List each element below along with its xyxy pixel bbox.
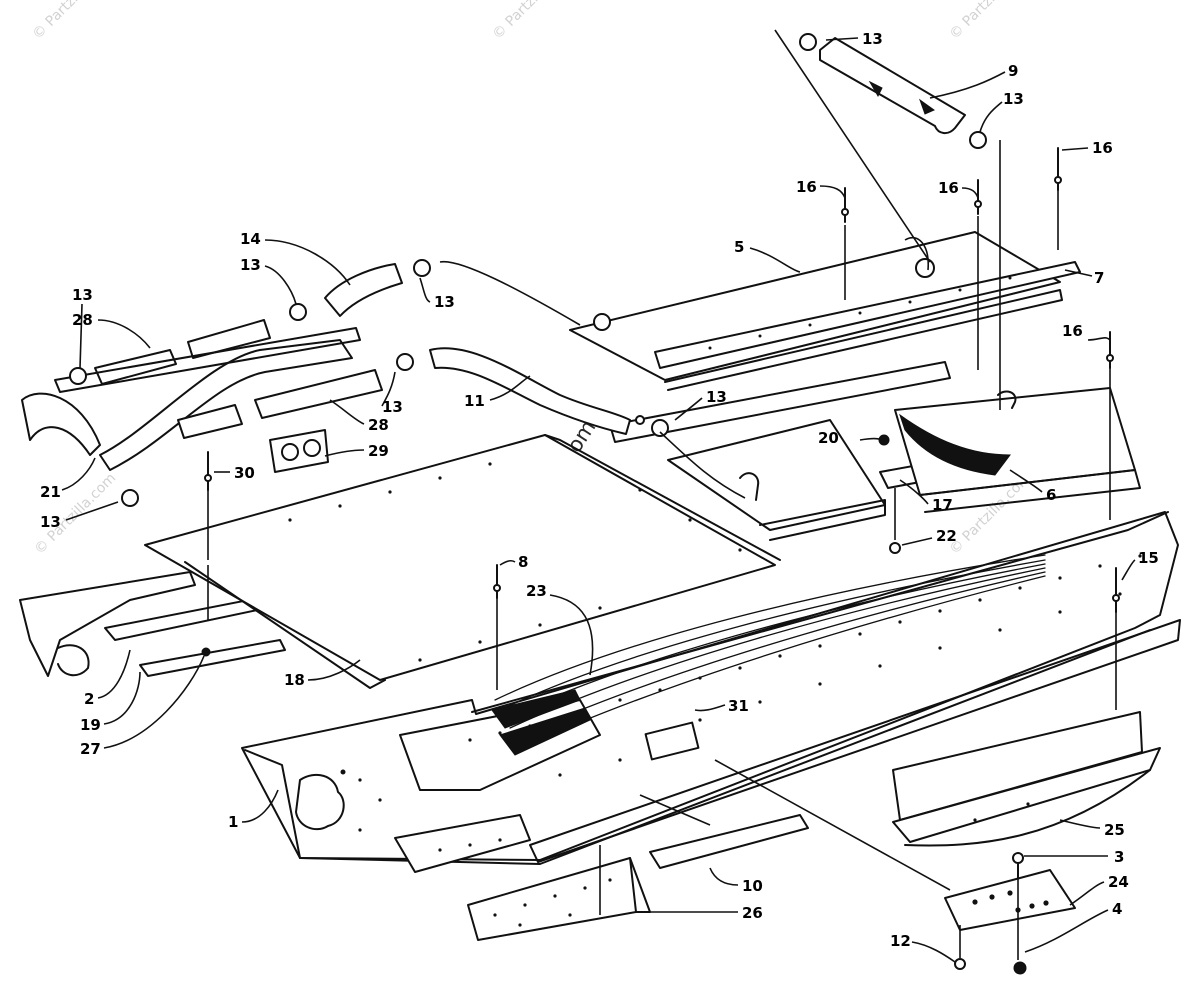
hardware-nut-4 [1013, 961, 1027, 975]
callout-5: 5 [734, 238, 744, 256]
callout-31: 31 [728, 697, 749, 715]
clamp-13-j [121, 489, 139, 507]
callout-13-e: 13 [382, 398, 403, 416]
part-31-decal [644, 721, 700, 761]
part-28-hose [54, 319, 383, 439]
callout-2: 2 [84, 690, 94, 708]
callout-13-c: 13 [240, 256, 261, 274]
leader-lines [207, 29, 1117, 960]
callout-13-top: 13 [862, 30, 883, 48]
part-9-hose [819, 37, 966, 134]
callout-4: 4 [1112, 900, 1122, 918]
callout-13-g: 13 [40, 513, 61, 531]
callout-24: 24 [1108, 873, 1129, 891]
part-18-floor-plate [144, 434, 781, 689]
callout-26: 26 [742, 904, 763, 922]
part-6-housing [894, 387, 1141, 513]
pin-16-d [1106, 331, 1114, 369]
pin-16-c [1054, 147, 1062, 191]
clamp-13-g [69, 367, 87, 385]
part-24-bracket [944, 869, 1076, 931]
part-29-hose-bracket [269, 429, 329, 473]
part-14-hose [324, 263, 403, 317]
clamp-13-h [396, 353, 414, 371]
callout-16-d: 16 [1062, 322, 1083, 340]
callout-6: 6 [1046, 486, 1056, 504]
part-11-hose [429, 347, 631, 435]
callout-18: 18 [284, 671, 305, 689]
callout-13-d: 13 [434, 293, 455, 311]
part-10-plate [649, 814, 809, 869]
callout-13-b: 13 [1003, 90, 1024, 108]
part-5-upper-panel [569, 231, 1081, 391]
hardware-screw-3 [1012, 852, 1024, 879]
callout-1: 1 [228, 813, 238, 831]
callout-13-f: 13 [706, 388, 727, 406]
callout-21: 21 [40, 483, 61, 501]
callout-16-mid: 16 [796, 178, 817, 196]
callout-7: 7 [1094, 269, 1104, 287]
clamp-13-d [593, 313, 611, 331]
part-25-angle-bracket [892, 711, 1161, 847]
clamp-13-b [969, 131, 987, 149]
callout-labels: 13 9 13 16 16 16 5 7 16 14 13 13 13 28 1… [40, 30, 1159, 963]
callout-30: 30 [234, 464, 255, 482]
callout-25: 25 [1104, 821, 1125, 839]
callout-29: 29 [368, 442, 389, 460]
pin-16-a [841, 187, 849, 223]
callout-28-left: 28 [72, 311, 93, 329]
callout-16-right: 16 [1092, 139, 1113, 157]
clamp-13-c [915, 258, 935, 278]
clamp-13-f [289, 303, 307, 321]
callout-28-right: 28 [368, 416, 389, 434]
clamp-13-e [413, 259, 431, 277]
callout-10: 10 [742, 877, 763, 895]
part-23-cable-bundle [491, 554, 1046, 756]
callout-27: 27 [80, 740, 101, 758]
callout-13-left: 13 [72, 286, 93, 304]
callout-19: 19 [80, 716, 101, 734]
watermark-top-center: © Partzilla.com [490, 0, 578, 43]
callout-11: 11 [464, 392, 485, 410]
callout-14: 14 [240, 230, 261, 248]
clamp-13-a [799, 33, 817, 51]
callout-3: 3 [1114, 848, 1124, 866]
clamp-13-k [635, 415, 645, 425]
callout-23: 23 [526, 582, 547, 600]
callout-16-b: 16 [938, 179, 959, 197]
hose-clamps [69, 33, 987, 507]
part-1-tunnel-body [241, 511, 1181, 873]
pin-15 [1112, 567, 1120, 613]
callout-8: 8 [518, 553, 528, 571]
fasteners [204, 147, 1120, 613]
watermark-top-left: © Partzilla.com [30, 0, 118, 43]
pin-30 [204, 451, 212, 491]
callout-22: 22 [936, 527, 957, 545]
callout-9: 9 [1008, 62, 1018, 80]
callout-20: 20 [818, 429, 839, 447]
callout-12: 12 [890, 932, 911, 950]
hardware-nut-12 [954, 958, 966, 970]
part-26-lower-rail [467, 857, 651, 941]
watermark-top-right: © Partzilla.com [947, 0, 1035, 43]
callout-15: 15 [1138, 549, 1159, 567]
part-21-hose [21, 339, 353, 471]
callout-17: 17 [932, 496, 953, 514]
part-7-rail-strip [609, 361, 951, 443]
clamp-13-i [651, 419, 669, 437]
pin-8 [493, 564, 501, 599]
